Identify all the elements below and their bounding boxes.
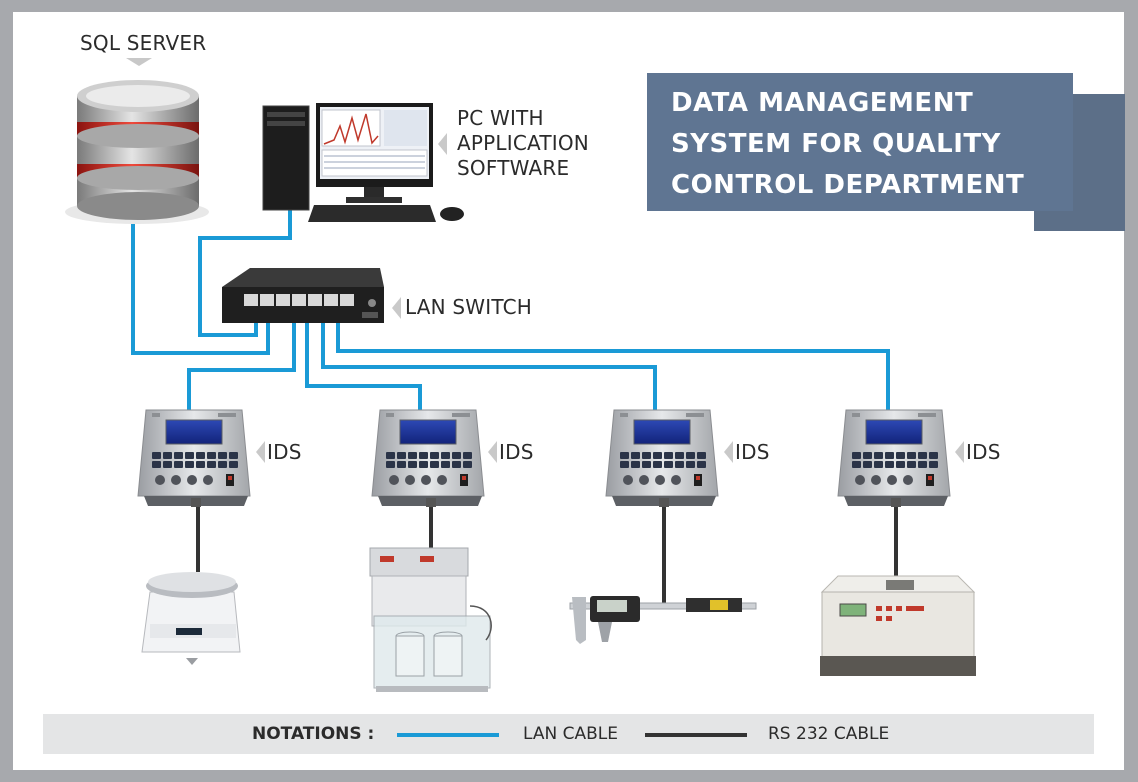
ids-label-4: IDS xyxy=(966,440,1001,464)
sql-server-label: SQL SERVER xyxy=(80,31,207,55)
database-icon xyxy=(65,58,209,224)
pc-label: PC WITH APPLICATION SOFTWARE xyxy=(457,106,589,180)
digital-caliper-icon xyxy=(569,596,757,644)
lan-cable-pc xyxy=(198,210,292,337)
legend-heading: NOTATIONS : xyxy=(252,724,375,744)
pointer-arrow-icon xyxy=(392,297,401,319)
pointer-arrow-icon xyxy=(488,441,497,463)
computer-icon xyxy=(262,103,464,222)
page-title: DATA MANAGEMENT SYSTEM FOR QUALITY CONTR… xyxy=(647,73,1073,211)
ids-terminal-icon xyxy=(605,409,719,507)
ids-label-2: IDS xyxy=(499,440,534,464)
ids-terminal-icon xyxy=(371,409,485,507)
pointer-arrow-icon xyxy=(955,441,964,463)
ids-terminal-icon xyxy=(137,409,251,507)
lan-cable-ids-3 xyxy=(321,308,657,410)
pointer-arrow-icon xyxy=(256,441,265,463)
ids-terminal-icon xyxy=(837,409,951,507)
lan-cable-ids-1 xyxy=(187,308,296,410)
ids-label-1: IDS xyxy=(267,440,302,464)
legend-lan-label: LAN CABLE xyxy=(523,724,618,744)
lan-switch-label: LAN SWITCH xyxy=(405,295,533,319)
ids-label-3: IDS xyxy=(735,440,770,464)
network-switch-icon xyxy=(222,268,384,323)
lan-cables xyxy=(131,210,890,410)
lan-cable-ids-4 xyxy=(336,308,890,410)
legend-rs232-label: RS 232 CABLE xyxy=(768,724,890,744)
legend-lan-swatch xyxy=(397,733,499,737)
pointer-arrow-icon xyxy=(438,133,447,155)
dissolution-tester-icon xyxy=(369,547,492,692)
weighing-balance-icon xyxy=(141,572,241,665)
legend-rs232-swatch xyxy=(645,733,747,737)
tablet-tester-icon xyxy=(820,575,976,676)
legend: NOTATIONS : LAN CABLE RS 232 CABLE xyxy=(43,714,1094,754)
pointer-arrow-icon xyxy=(724,441,733,463)
lan-cable-sql-server xyxy=(131,224,270,355)
lan-cable-ids-2 xyxy=(305,308,422,410)
rs232-cables xyxy=(196,505,898,604)
